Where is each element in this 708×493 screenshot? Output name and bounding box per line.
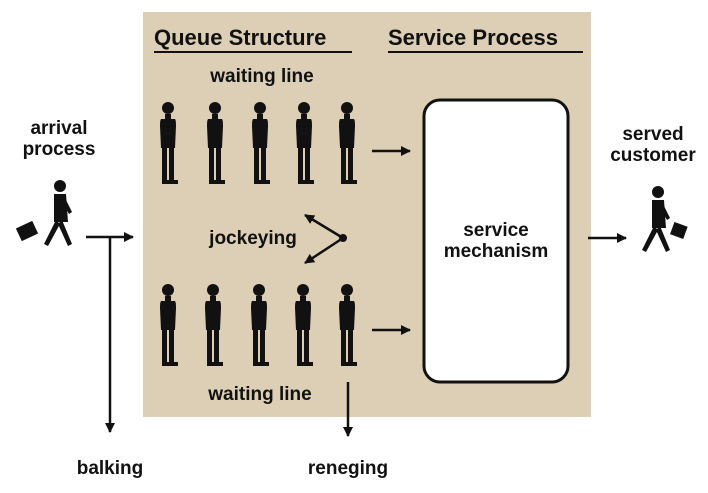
service-process-underline	[388, 51, 583, 53]
service-process-heading: Service Process	[388, 25, 559, 50]
reneging-label: reneging	[307, 458, 389, 479]
waiting-line-bottom-label: waiting line	[208, 384, 312, 405]
queue-structure-underline	[154, 51, 352, 53]
service-mechanism-label: service mechanism	[424, 220, 568, 263]
jockeying-node	[339, 234, 347, 242]
jockeying-arrow-down	[304, 236, 344, 265]
jockeying-arrow-up	[304, 213, 344, 240]
arrival-line-2: process	[22, 139, 96, 161]
served-line-1: served	[622, 124, 684, 145]
arrival-walker-icon	[15, 180, 72, 246]
served-line-2: customer	[610, 145, 696, 167]
arrival-process-label: arrival process	[4, 118, 114, 161]
service-mechanism-line-2: mechanism	[443, 241, 549, 263]
arrival-line-1: arrival	[30, 118, 88, 139]
service-mechanism-line-1: service	[463, 220, 529, 241]
service-mechanism-box	[422, 98, 570, 384]
served-customer-label: served customer	[598, 124, 708, 167]
balking-label: balking	[76, 458, 144, 479]
served-walker-icon	[642, 186, 688, 252]
jockeying-label: jockeying	[209, 228, 297, 249]
queue-structure-heading: Queue Structure	[154, 25, 327, 50]
waiting-line-top-label: waiting line	[210, 66, 314, 87]
